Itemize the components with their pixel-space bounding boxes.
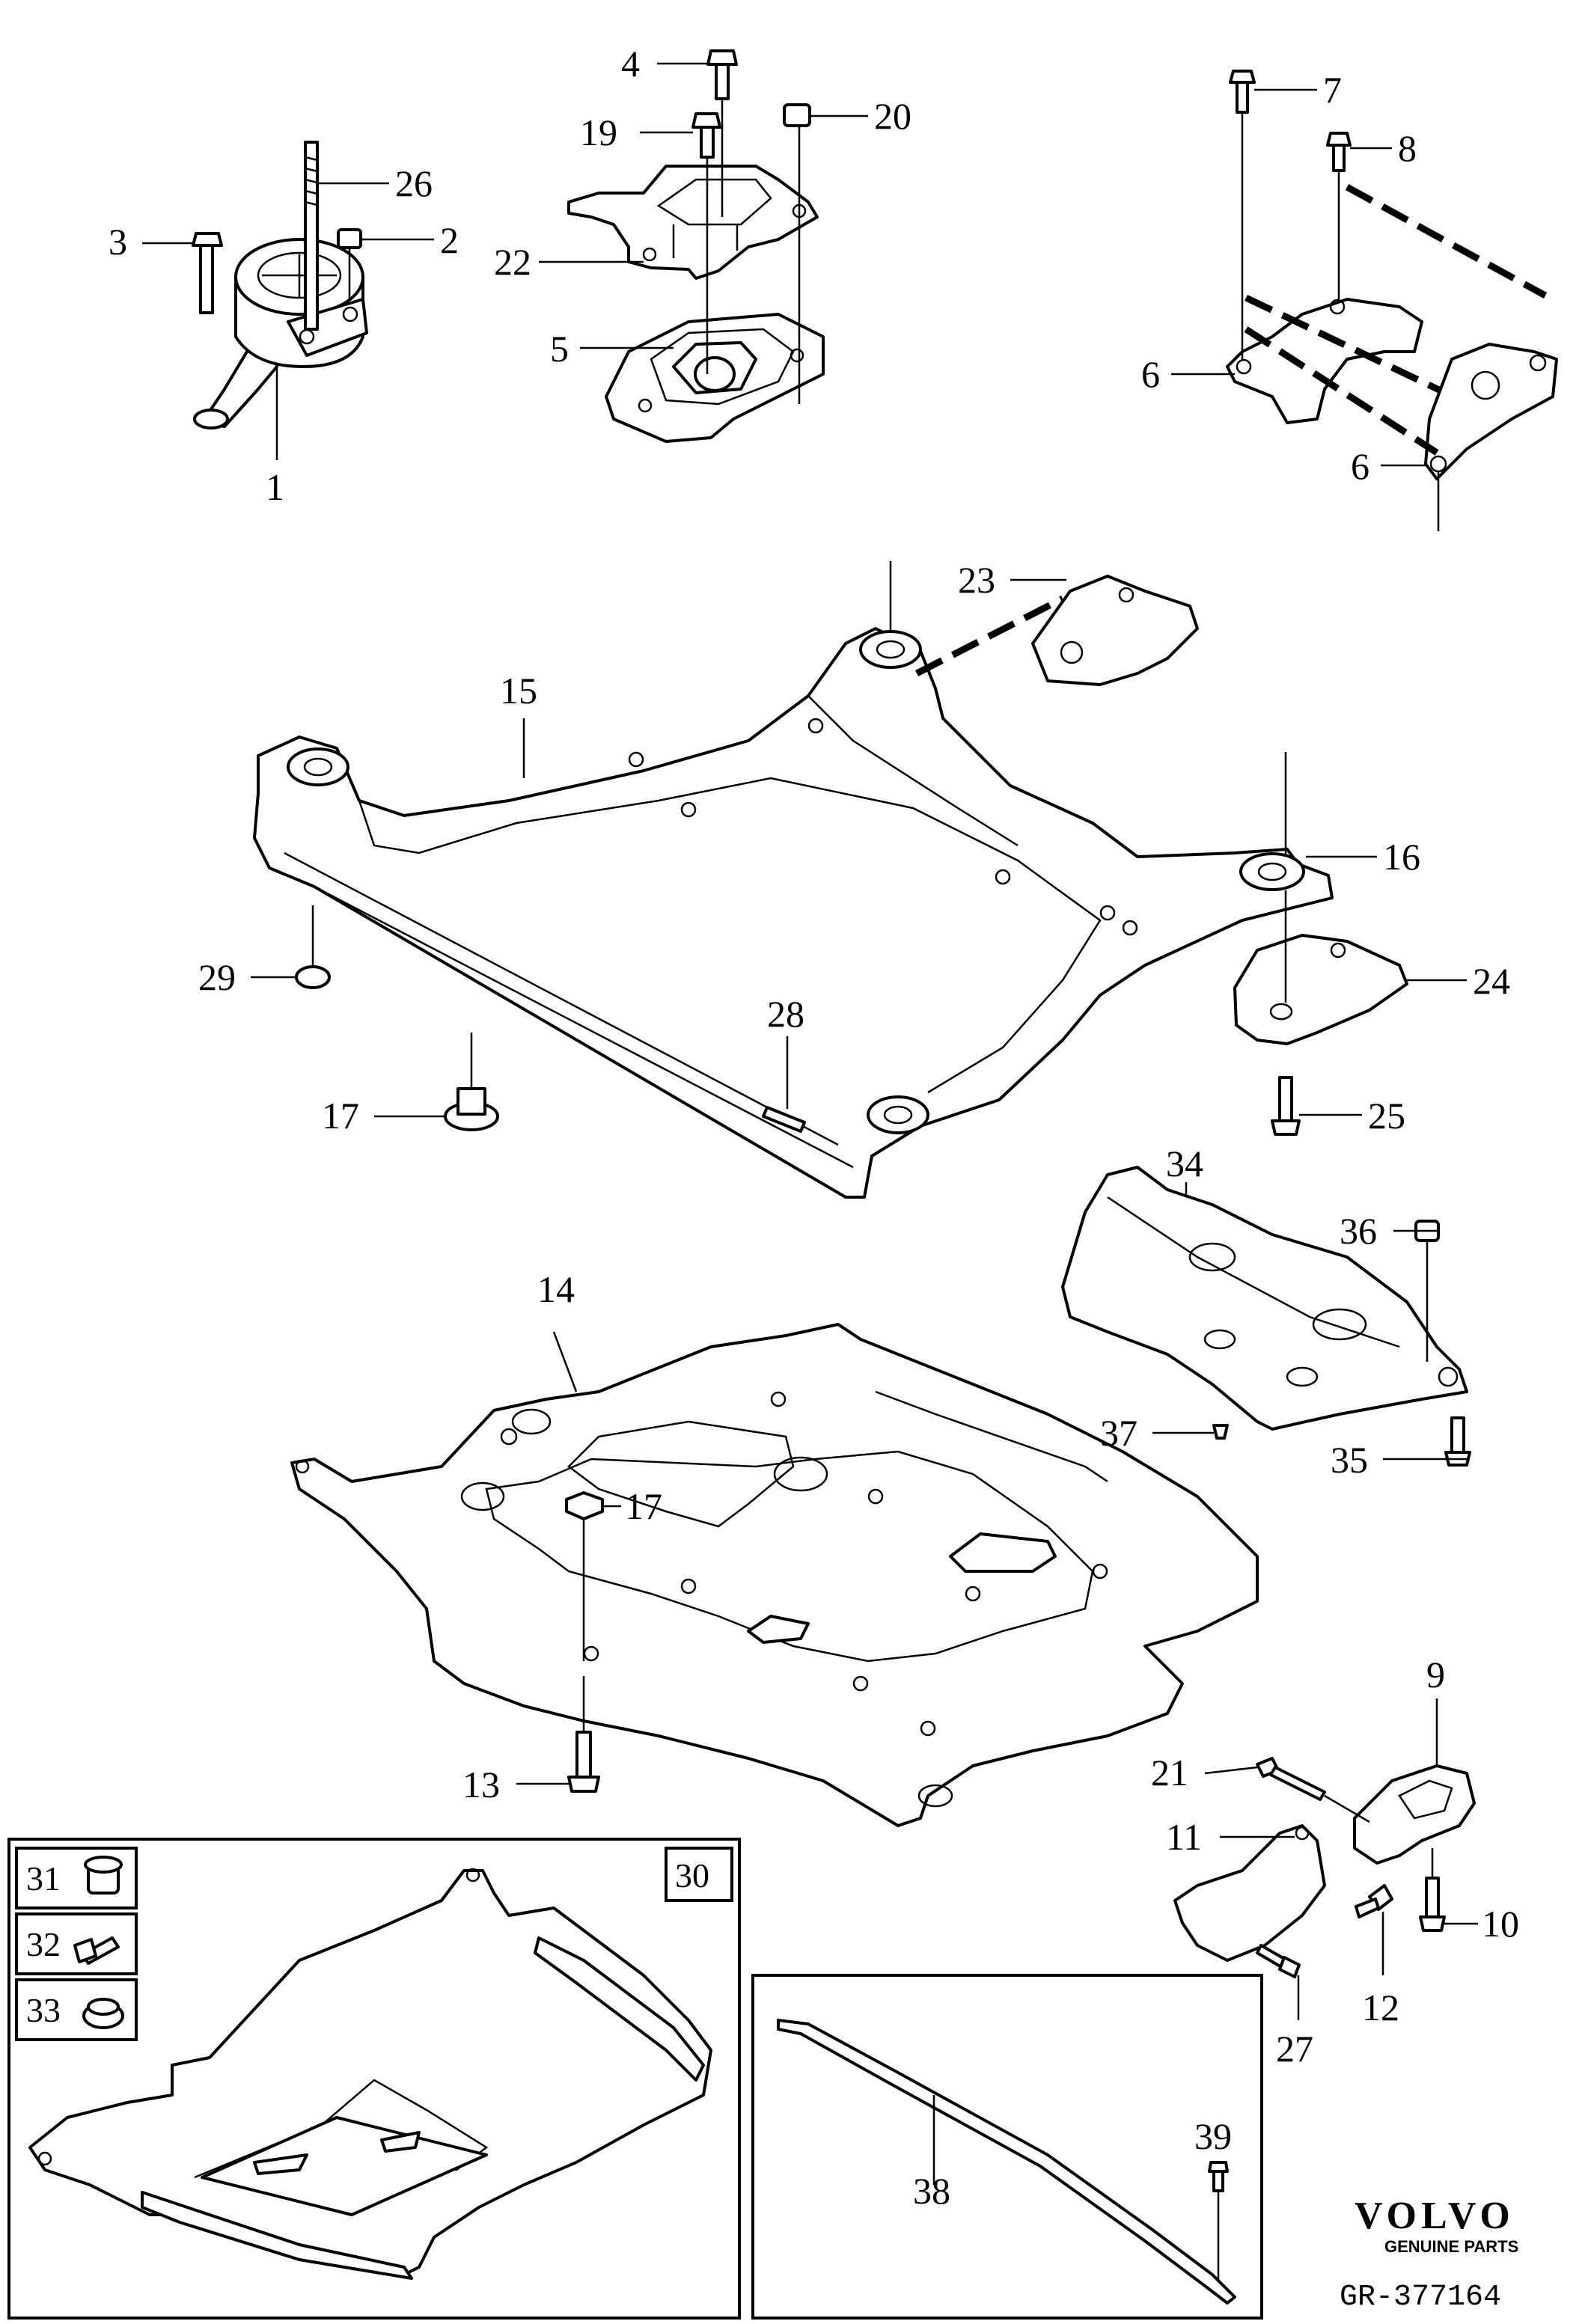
brand-logo-text: VOLVO [1355, 2195, 1515, 2237]
callout-24: 24 [1473, 960, 1510, 1002]
bolt-part-19 [691, 112, 721, 374]
callout-15: 15 [500, 670, 537, 712]
callout-22: 22 [494, 241, 531, 283]
pin-part-28 [762, 1106, 806, 1133]
callout-32: 32 [26, 1925, 61, 1963]
bracket-part-6-left [1226, 298, 1423, 424]
bracket-part-22 [567, 165, 819, 280]
bolt-part-12 [1355, 1884, 1393, 1975]
callout-6a: 6 [1141, 353, 1160, 395]
callout-21: 21 [1151, 1752, 1188, 1794]
bolt-part-25 [1271, 1076, 1301, 1136]
alignment-dashline-b [1245, 294, 1442, 394]
callout-19: 19 [580, 111, 617, 153]
callout-4: 4 [621, 43, 640, 85]
engine-mount-part-5 [605, 313, 825, 443]
callout-5: 5 [550, 328, 569, 370]
callout-3: 3 [109, 221, 127, 263]
callout-13: 13 [462, 1764, 500, 1805]
underbody-panel-part-14 [290, 1323, 1259, 1827]
bracket-part-24 [1233, 934, 1408, 1045]
callout-39: 39 [1194, 2115, 1232, 2157]
callout-9: 9 [1426, 1654, 1445, 1695]
bolt-part-13 [567, 1731, 600, 1793]
callout-34: 34 [1166, 1143, 1203, 1184]
brand-tagline: GENUINE PARTS [1384, 2237, 1518, 2256]
kit-panel-part-38 [751, 1974, 1263, 2320]
callout-11: 11 [1166, 1816, 1202, 1858]
callout-25: 25 [1368, 1095, 1405, 1137]
alignment-dashline-c [1244, 326, 1439, 456]
bolt-part-4 [706, 49, 738, 217]
callout-12: 12 [1362, 1987, 1399, 2028]
bolt-part-3 [192, 232, 223, 314]
washer-part-29 [295, 965, 331, 989]
callout-28: 28 [767, 993, 804, 1035]
volvo-genuine-parts-logo: VOLVO GENUINE PARTS [1355, 2195, 1518, 2256]
screw-part-39 [1208, 2161, 1229, 2282]
bracket-part-11 [1173, 1824, 1326, 1962]
nut-part-2 [337, 228, 362, 299]
bracket-part-23 [1031, 575, 1199, 686]
callout-17b: 17 [625, 1485, 662, 1527]
kit-panel-part-30 [7, 1838, 741, 2320]
callout-36: 36 [1340, 1210, 1377, 1252]
bolt-part-27 [1256, 1944, 1301, 2020]
nut-part-17-subframe [444, 1087, 499, 1131]
callout-30: 30 [675, 1856, 709, 1895]
alignment-dashline-a [1345, 184, 1548, 299]
callout-29: 29 [198, 956, 236, 998]
bolt-part-21 [1256, 1757, 1370, 1823]
callout-10: 10 [1482, 1903, 1519, 1945]
callout-35: 35 [1331, 1439, 1368, 1481]
nut-part-17-panel [565, 1491, 604, 1661]
callout-27: 27 [1276, 2028, 1313, 2070]
callout-1: 1 [266, 466, 284, 508]
callout-31: 31 [26, 1859, 61, 1898]
callout-labels: 1 2 3 4 5 6 6 7 8 9 10 11 12 13 14 15 16… [26, 43, 1519, 2212]
bolt-part-35 [1444, 1416, 1471, 1467]
alignment-dashline-d [914, 595, 1065, 677]
callout-33: 33 [26, 1991, 61, 2029]
bolt-part-7 [1229, 70, 1256, 359]
callout-17a: 17 [322, 1095, 359, 1137]
heat-shield-part-34 [1061, 1166, 1468, 1431]
callout-6b: 6 [1351, 445, 1369, 487]
callout-7: 7 [1323, 69, 1342, 111]
callout-8: 8 [1398, 127, 1417, 169]
callout-16: 16 [1383, 836, 1420, 878]
engine-mount-part-1 [193, 238, 368, 429]
bolt-part-10 [1419, 1848, 1446, 1932]
leader-lines [142, 62, 1478, 2185]
grommet-part-33-icon [82, 1998, 124, 2029]
callout-38: 38 [913, 2170, 950, 2212]
bolt-part-8 [1326, 132, 1352, 299]
callout-26: 26 [395, 162, 433, 204]
callout-2: 2 [440, 219, 459, 261]
bolt-part-32-icon [73, 1936, 120, 1965]
callout-23: 23 [958, 559, 995, 601]
subframe-part-15 [253, 627, 1334, 1199]
torque-rod-part-9 [1353, 1764, 1476, 1865]
callout-14: 14 [537, 1268, 575, 1310]
callout-20: 20 [874, 95, 911, 137]
plug-part-31-icon [84, 1856, 123, 1895]
stud-part-26 [304, 141, 319, 331]
drawing-number: GR-377164 [1340, 2281, 1501, 2314]
callout-37: 37 [1100, 1412, 1137, 1454]
bracket-part-6-right [1424, 343, 1558, 480]
clip-part-37 [1212, 1424, 1229, 1440]
